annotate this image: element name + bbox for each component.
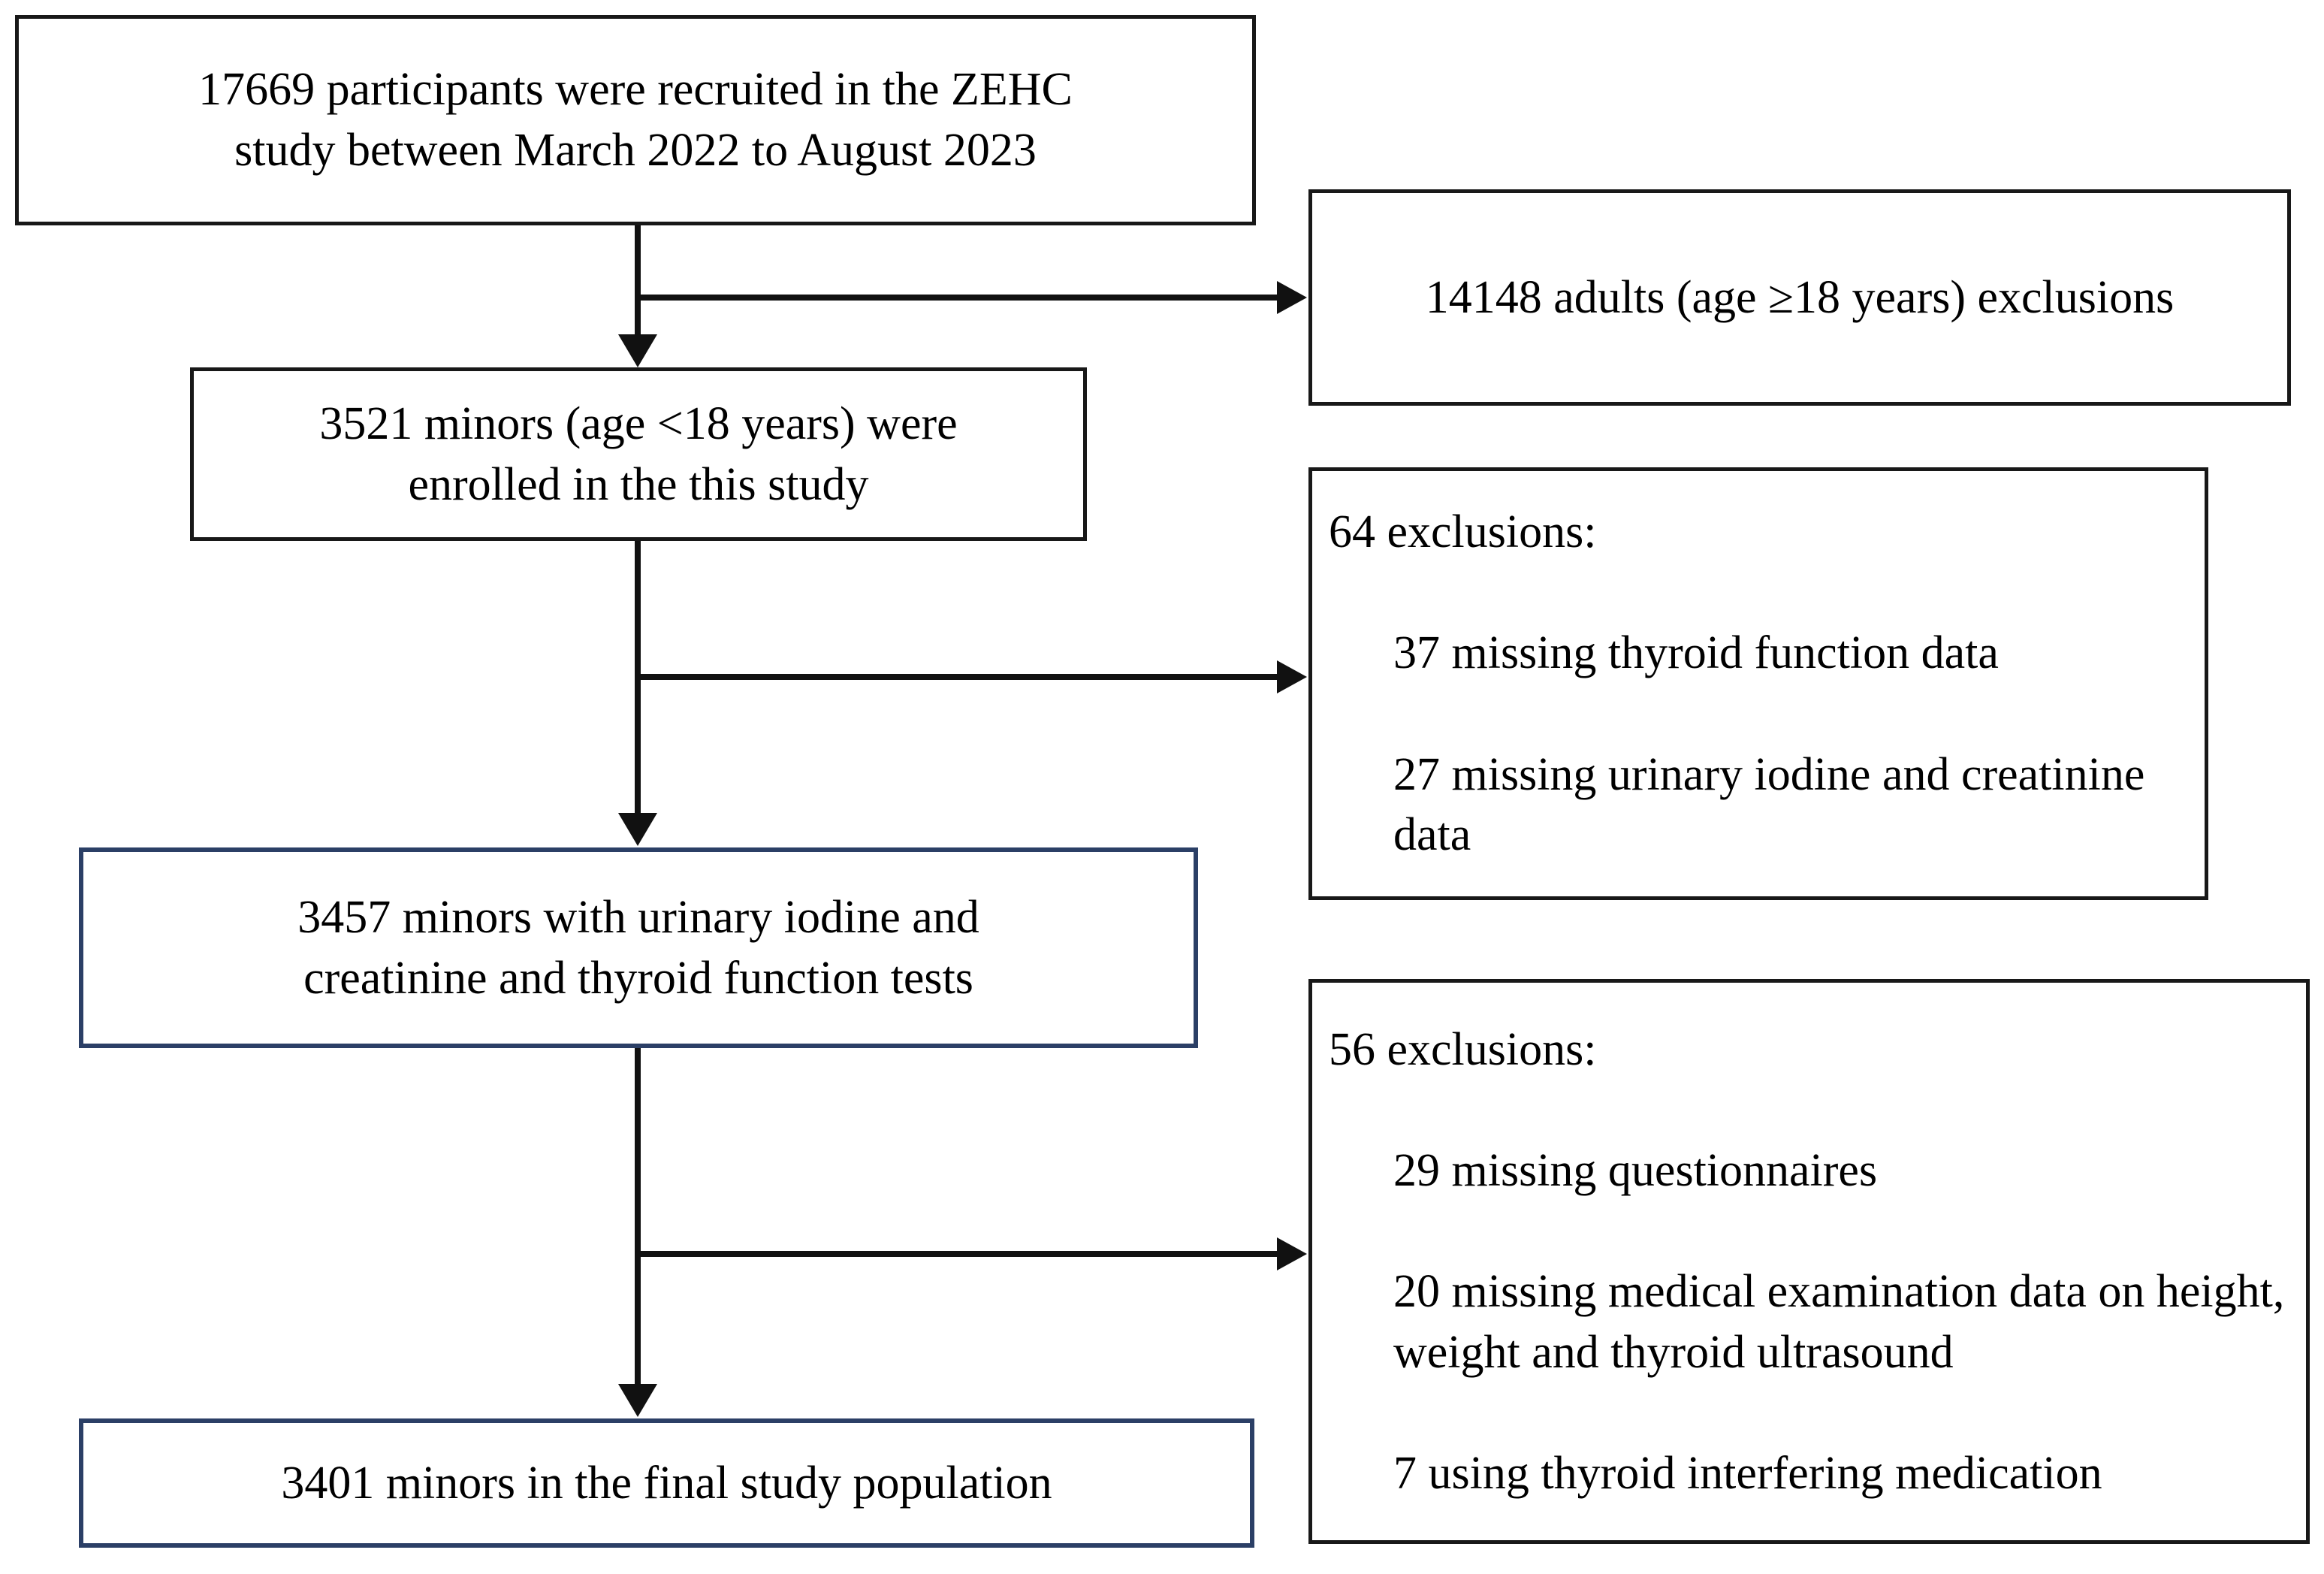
connector-recruited-to-enrolled-line bbox=[635, 225, 641, 340]
exclusion-missing-labs-item-1: 27 missing urinary iodine and creatinine… bbox=[1393, 748, 2145, 861]
box-recruited-text: 17669 participants were recruited in the… bbox=[198, 64, 1073, 176]
exclusion-missing-other-item-2: 7 using thyroid interfering medication bbox=[1393, 1447, 2102, 1499]
box-recruited: 17669 participants were recruited in the… bbox=[15, 15, 1256, 225]
connector-branch-missing-labs-arrowhead bbox=[1277, 660, 1307, 693]
exclusion-missing-labs-title: 64 exclusions: bbox=[1329, 506, 1597, 558]
connector-branch-adults-arrowhead bbox=[1277, 281, 1307, 314]
connector-enrolled-to-tests-arrowhead bbox=[618, 813, 657, 846]
box-with-tests-text: 3457 minors with urinary iodine and crea… bbox=[297, 891, 979, 1004]
connector-tests-to-final-line bbox=[635, 1048, 641, 1390]
exclusion-missing-other-item-1: 20 missing medical examination data on h… bbox=[1393, 1266, 2285, 1378]
exclusion-missing-other-title: 56 exclusions: bbox=[1329, 1023, 1597, 1075]
box-final-population: 3401 minors in the final study populatio… bbox=[79, 1418, 1254, 1548]
connector-branch-adults-line bbox=[635, 295, 1278, 301]
connector-branch-missing-labs-line bbox=[635, 674, 1278, 680]
box-exclusion-adults: 14148 adults (age ≥18 years) exclusions bbox=[1308, 189, 2291, 406]
box-exclusion-missing-labs: 64 exclusions: 37 missing thyroid functi… bbox=[1308, 467, 2208, 900]
exclusion-missing-other-item-0: 29 missing questionnaires bbox=[1393, 1144, 1878, 1196]
box-exclusion-missing-other: 56 exclusions: 29 missing questionnaires… bbox=[1308, 979, 2310, 1544]
box-enrolled-minors-text: 3521 minors (age <18 years) were enrolle… bbox=[319, 397, 958, 510]
connector-tests-to-final-arrowhead bbox=[618, 1384, 657, 1417]
box-enrolled-minors: 3521 minors (age <18 years) were enrolle… bbox=[190, 367, 1087, 541]
connector-enrolled-to-tests-line bbox=[635, 541, 641, 819]
connector-branch-missing-other-arrowhead bbox=[1277, 1237, 1307, 1270]
box-with-tests: 3457 minors with urinary iodine and crea… bbox=[79, 847, 1198, 1048]
exclusion-missing-labs-item-0: 37 missing thyroid function data bbox=[1393, 627, 1999, 679]
connector-branch-missing-other-line bbox=[635, 1251, 1278, 1257]
box-exclusion-adults-text: 14148 adults (age ≥18 years) exclusions bbox=[1425, 271, 2175, 323]
box-final-population-text: 3401 minors in the final study populatio… bbox=[281, 1457, 1052, 1509]
connector-recruited-to-enrolled-arrowhead bbox=[618, 334, 657, 367]
